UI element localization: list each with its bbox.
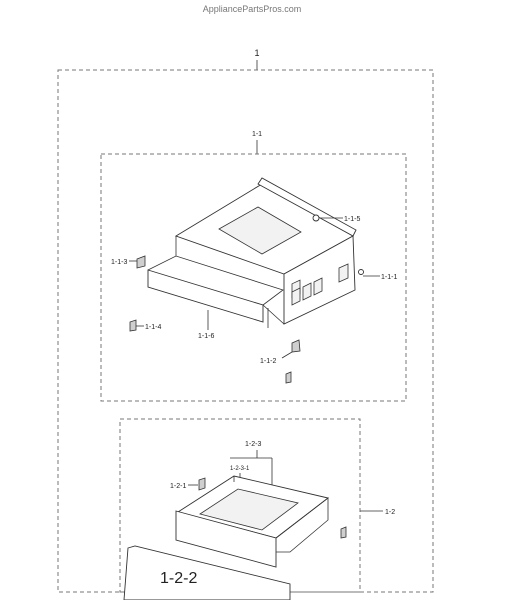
- label-1-1-4: 1-1-4: [145, 324, 161, 331]
- part-1-1-4: [129, 319, 137, 332]
- label-1-1-6: 1-1-6: [198, 333, 214, 340]
- upper-subassembly-box: [100, 153, 407, 402]
- assembly-boundary: [57, 69, 434, 593]
- part-1-1-3: [136, 255, 146, 269]
- part-1-1-5-screw: [312, 214, 320, 222]
- label-1-1-5: 1-1-5: [344, 216, 360, 223]
- lower-drawer-illustration: [175, 475, 330, 568]
- label-1-1-2: 1-1-2: [260, 358, 276, 365]
- leader-1-1-2: [281, 351, 293, 359]
- part-1-2-2-front-panel: [123, 545, 291, 600]
- label-1-2-3-1: 1-2-3-1: [230, 466, 250, 472]
- label-1-2-1: 1-2-1: [170, 483, 186, 490]
- upper-frame-illustration: [147, 177, 357, 328]
- label-1-2-3: 1-2-3: [245, 441, 261, 448]
- label-assembly-1: 1: [254, 48, 259, 58]
- watermark: AppliancePartsPros.com: [203, 4, 302, 14]
- label-1-2: 1-2: [385, 509, 395, 516]
- label-1-1-1: 1-1-1: [381, 274, 397, 281]
- part-1-1-1-screw: [358, 269, 364, 275]
- part-1-2-side-bracket: [340, 526, 347, 539]
- label-1-1: 1-1: [252, 131, 262, 138]
- label-1-2-2: 1-2-2: [160, 570, 197, 587]
- label-1-1-3: 1-1-3: [111, 259, 127, 266]
- part-1-2-1: [198, 477, 206, 491]
- part-1-1-2: [285, 339, 301, 384]
